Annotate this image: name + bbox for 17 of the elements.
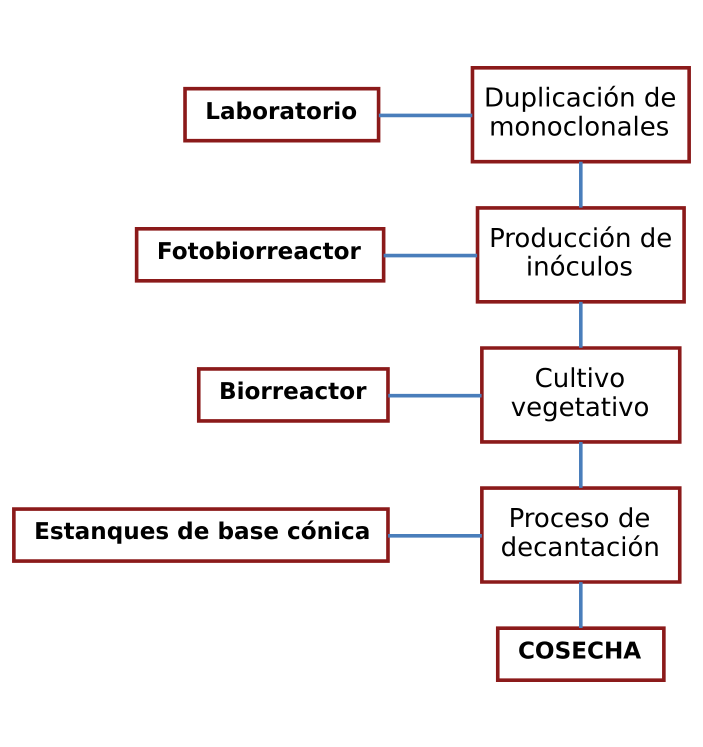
connector	[579, 161, 583, 208]
node-box: Biorreactor	[196, 366, 390, 422]
node-box: Proceso de decantación	[480, 486, 682, 584]
connector	[579, 442, 583, 488]
connector	[384, 253, 478, 257]
connector	[388, 533, 482, 538]
connector	[388, 393, 482, 397]
node-box: Producción de inóculos	[476, 206, 686, 304]
node-box: Fotobiorreactor	[134, 226, 386, 282]
connector	[378, 113, 472, 117]
node-box: Cultivo vegetativo	[480, 346, 682, 444]
connector	[579, 582, 583, 628]
node-box: COSECHA	[496, 626, 666, 682]
node-box: Estanques de base cónica	[12, 506, 390, 562]
node-box: Laboratorio	[183, 86, 380, 142]
node-box: Duplicación de monoclonales	[470, 65, 691, 163]
connector	[579, 301, 583, 348]
